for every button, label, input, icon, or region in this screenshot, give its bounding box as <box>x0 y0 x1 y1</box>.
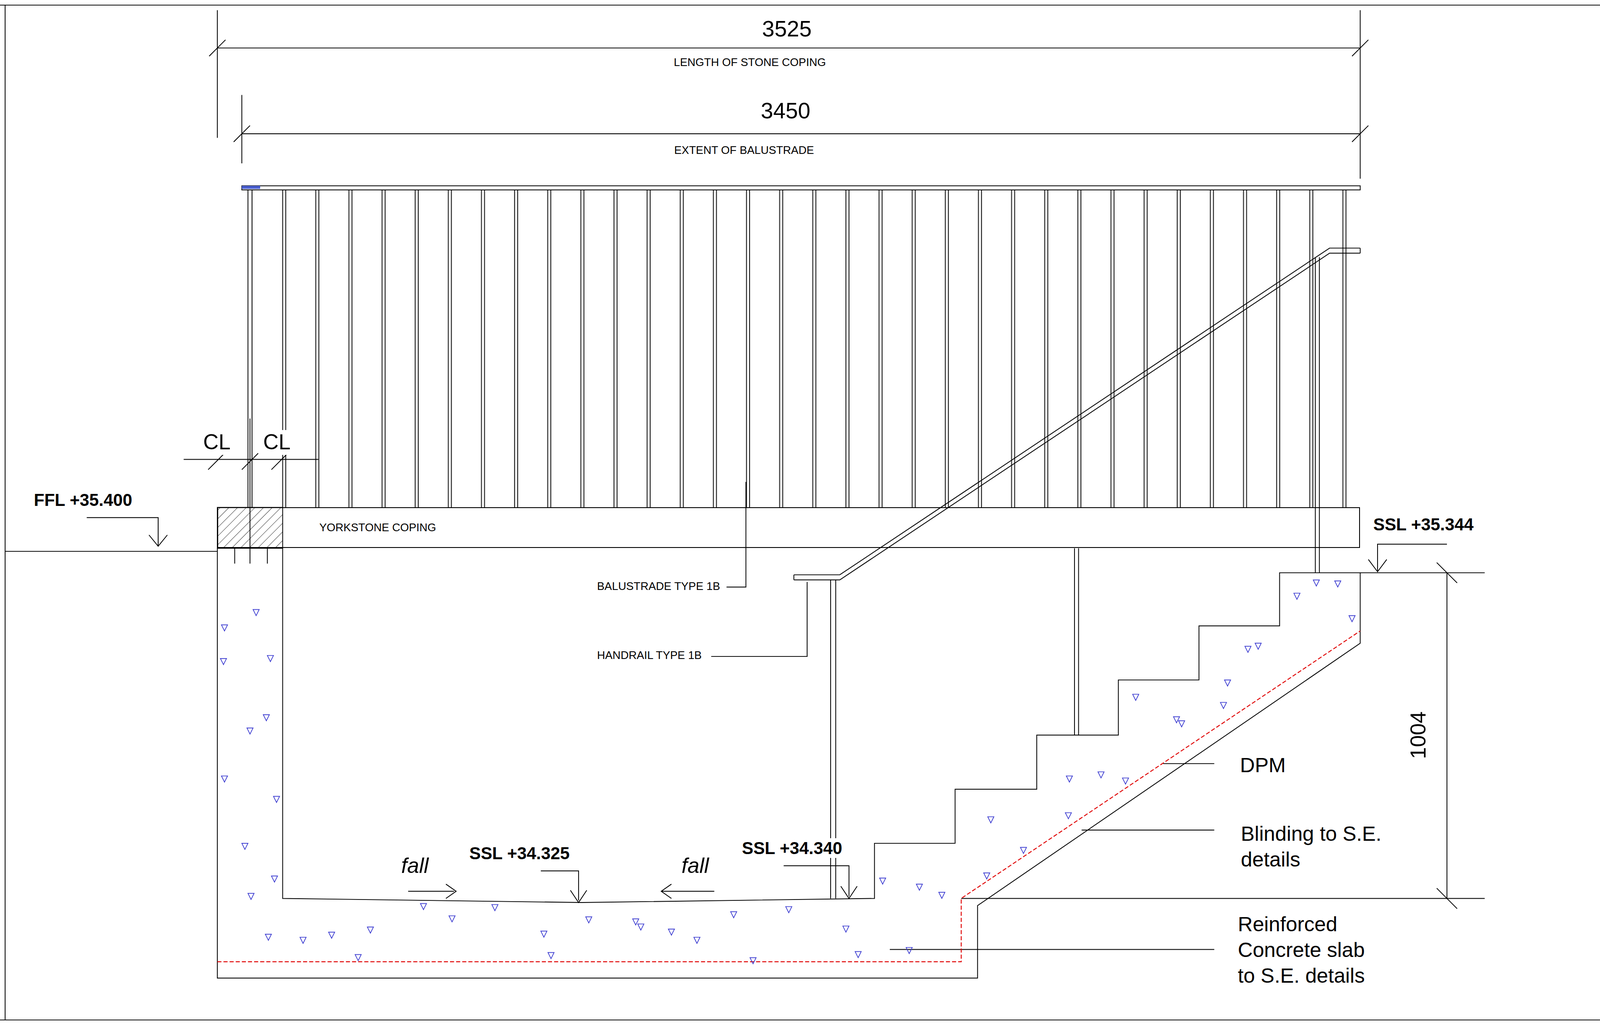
callout-label: Blinding to S.E. details <box>1240 820 1413 873</box>
fall-note: fall <box>401 853 429 879</box>
callout-label: DPM <box>1239 753 1286 777</box>
dimension-note: EXTENT OF BALUSTRADE <box>674 144 814 157</box>
coping-band: YORKSTONE COPING <box>217 507 1360 548</box>
dimension-value: 3450 <box>760 98 811 124</box>
fall-note: fall <box>681 853 709 879</box>
level-label: SSL +34.325 <box>469 843 570 863</box>
level-label: FFL +35.400 <box>33 489 133 510</box>
level-label: SSL +35.344 <box>1373 514 1474 535</box>
callout-label: BALUSTRADE TYPE 1B <box>597 579 721 593</box>
level-label: SSL +34.340 <box>741 837 843 858</box>
dimension-value: 3525 <box>762 16 812 43</box>
centreline-mark: CL <box>203 429 231 455</box>
coping-label: YORKSTONE COPING <box>319 521 437 535</box>
callout-label: HANDRAIL TYPE 1B <box>597 648 702 662</box>
callout-label: Reinforced Concrete slab to S.E. details <box>1237 911 1375 989</box>
dimension-note: LENGTH OF STONE COPING <box>673 56 826 70</box>
centreline-mark: CL <box>263 429 291 455</box>
dimension-value: 1004 <box>1406 711 1432 759</box>
